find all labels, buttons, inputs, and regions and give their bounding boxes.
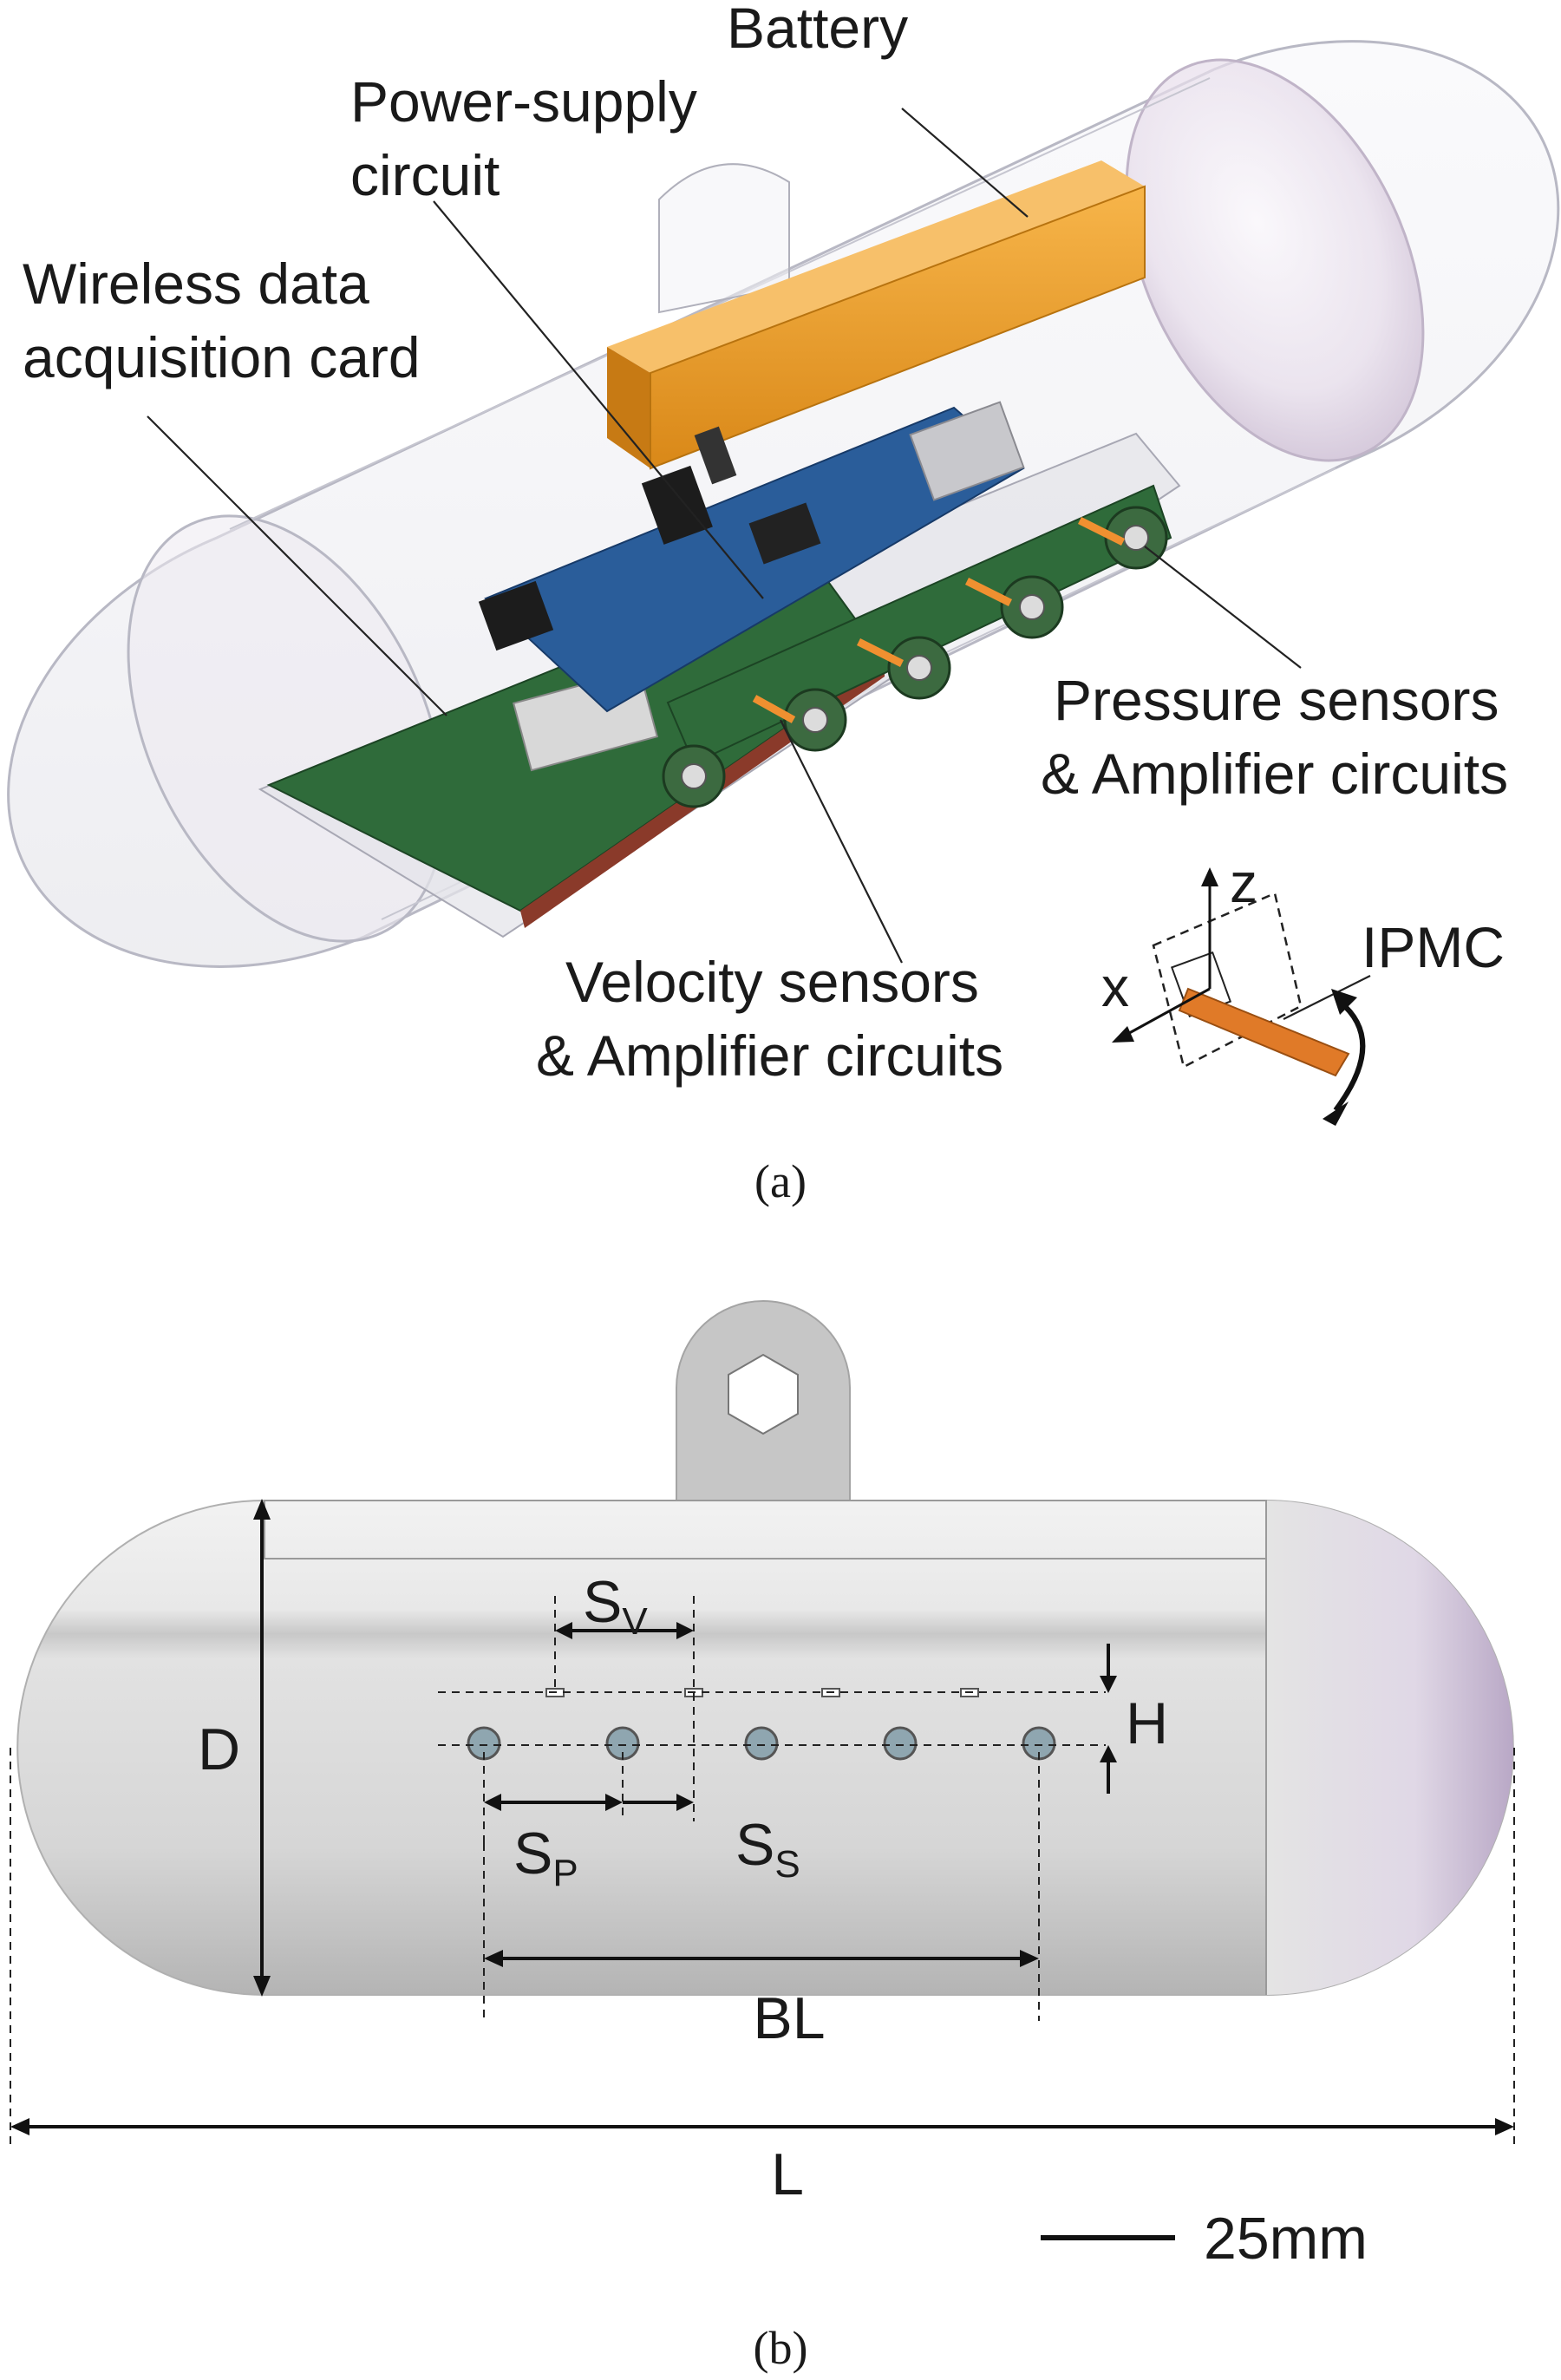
hull-end-cap-right	[1125, 58, 1425, 462]
bending-arrow-icon	[1333, 999, 1366, 1112]
barrel-jack	[478, 580, 554, 651]
ipmc-inset: z x IPMC	[1101, 852, 1505, 1126]
sv-arrow-right	[676, 1622, 694, 1639]
sensor-port	[1123, 525, 1149, 551]
capsule-end-cap-right	[1266, 1501, 1513, 1995]
ss-arrow-right	[676, 1794, 694, 1811]
panel-b: SV H SP SS D BL L 25mm (b)	[10, 1300, 1515, 2374]
scale-bar-label: 25mm	[1204, 2206, 1368, 2272]
velocity-sensors-leader	[780, 719, 903, 964]
power-supply-pcb	[484, 406, 1025, 713]
power-supply-leader	[433, 200, 764, 599]
wireless-card-label-line2: acquisition card	[23, 325, 421, 389]
caption-b: (b)	[754, 2322, 808, 2374]
sensor-port	[802, 707, 828, 733]
velocity-ipmc-strip	[964, 577, 1013, 607]
velocity-ipmc-strip	[856, 638, 905, 668]
ss-label: SS	[735, 1812, 800, 1886]
sp-label: SP	[513, 1821, 578, 1894]
metal-bracket	[909, 401, 1025, 501]
sensor-port	[681, 763, 707, 789]
h-arrowhead-bottom	[1100, 1745, 1117, 1762]
power-chip	[748, 502, 821, 565]
caption-a: (a)	[754, 1155, 807, 1207]
h-label: H	[1126, 1690, 1168, 1756]
bl-label: BL	[753, 1985, 825, 2051]
amplifier-boards	[666, 484, 1172, 765]
x-axis-label: x	[1101, 956, 1129, 1018]
bending-arrowhead-bottom	[1323, 1102, 1349, 1126]
z-axis-arrowhead	[1201, 867, 1218, 886]
power-supply-label-line2: circuit	[350, 143, 500, 207]
pressure-sensors-label-line2: & Amplifier circuits	[1041, 742, 1508, 806]
power-connector	[641, 465, 713, 545]
wireless-card-leader	[147, 415, 447, 716]
hex-hole-icon	[728, 1353, 799, 1435]
power-supply-label-line1: Power-supply	[350, 69, 697, 134]
sensor-port	[1019, 594, 1045, 620]
bl-arrow-right	[1020, 1950, 1039, 1967]
l-arrow-right	[1495, 2118, 1514, 2135]
sp-arrow-right	[605, 1794, 623, 1811]
battery-label: Battery	[727, 0, 908, 60]
l-arrow-left	[10, 2118, 29, 2135]
velocity-sensor-group	[752, 516, 1126, 723]
velocity-sensors-label-line1: Velocity sensors	[565, 950, 979, 1014]
battery-leader	[901, 108, 1029, 218]
x-axis-arrowhead	[1112, 1026, 1134, 1043]
d-arrow-top	[253, 1499, 271, 1520]
battery-wire	[694, 426, 737, 485]
hull-rim-line	[229, 77, 1211, 530]
z-axis-label: z	[1230, 852, 1257, 914]
h-arrowhead-top	[1100, 1676, 1117, 1693]
ipmc-label: IPMC	[1362, 915, 1505, 979]
sp-arrow-left	[484, 1794, 501, 1811]
velocity-ipmc-strip	[1077, 516, 1126, 546]
ipmc-mount-box	[1152, 892, 1303, 1069]
sv-label: SV	[583, 1569, 648, 1643]
x-axis-arrow	[1122, 987, 1211, 1038]
d-arrow-bottom	[253, 1976, 271, 1997]
panel-a: Battery Power-supply circuit Wireless da…	[6, 0, 1560, 1207]
pressure-port	[883, 1726, 918, 1761]
pressure-port	[744, 1726, 779, 1761]
velocity-sensors-label-line2: & Amplifier circuits	[536, 1023, 1003, 1088]
bl-arrow-left	[484, 1950, 503, 1967]
ipmc-strip	[1178, 987, 1350, 1077]
d-label: D	[198, 1716, 240, 1782]
bending-arrowhead-top	[1331, 989, 1357, 1015]
pressure-sensors-leader	[1144, 546, 1302, 669]
ipmc-leader	[1283, 975, 1371, 1020]
battery-pack	[607, 160, 1146, 485]
pressure-port-marks	[467, 1726, 1056, 1761]
sensor-port	[906, 655, 932, 681]
l-label: L	[771, 2141, 804, 2207]
wireless-card-label-line1: Wireless data	[23, 252, 369, 316]
sv-arrow-left	[555, 1622, 572, 1639]
pressure-sensors-label-line1: Pressure sensors	[1054, 668, 1499, 732]
mounting-tab	[658, 163, 790, 314]
pressure-sensor-group	[662, 506, 1168, 808]
top-panel-line	[264, 1500, 1267, 1559]
velocity-ipmc-strip	[752, 695, 796, 723]
